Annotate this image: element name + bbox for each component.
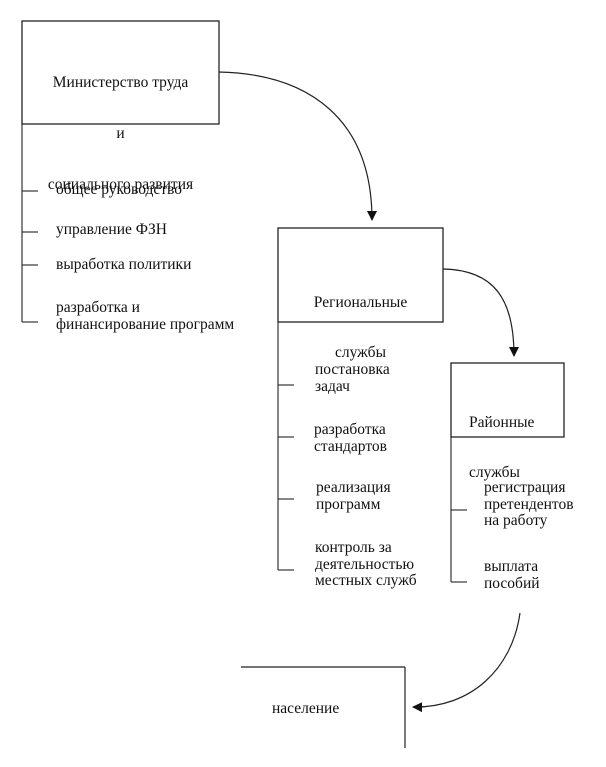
ministry-function-2: управление ФЗН bbox=[56, 221, 167, 238]
arrow-regional-to-district bbox=[442, 268, 519, 357]
district-title: Районные службы bbox=[469, 382, 534, 498]
ministry-title-line-2: и bbox=[116, 125, 125, 142]
regional-function-3: реализация программ bbox=[316, 479, 391, 513]
regional-function-1: постановка задач bbox=[315, 361, 390, 395]
district-title-line-1: Районные bbox=[469, 414, 535, 431]
ministry-function-3: выработка политики bbox=[56, 256, 192, 273]
arrow-ministry-to-regional bbox=[218, 71, 377, 221]
ministry-function-4: разработка и финансирование программ bbox=[56, 299, 235, 333]
regional-box bbox=[277, 227, 444, 323]
population-label: население bbox=[272, 700, 340, 717]
district-function-2: выплата пособий bbox=[484, 558, 540, 592]
district-function-1: регистрация претендентов на работу bbox=[484, 479, 574, 529]
ministry-title: Министерство труда и социального развити… bbox=[22, 40, 219, 210]
regional-function-4: контроль за деятельностью местных служб bbox=[315, 539, 417, 589]
regional-title-line-1: Региональные bbox=[313, 294, 408, 311]
arrow-district-to-population bbox=[412, 612, 521, 713]
regional-title-line-2: службы bbox=[335, 343, 386, 361]
ministry-title-line-1: Министерство труда bbox=[52, 74, 189, 91]
district-box bbox=[450, 362, 565, 438]
district-title-line-2: службы bbox=[469, 463, 520, 481]
regional-function-2: разработка стандартов bbox=[314, 421, 387, 455]
ministry-function-1: общее руководство bbox=[56, 181, 183, 198]
ministry-title-line-3: социального развития bbox=[47, 176, 194, 193]
regional-title: Региональные службы bbox=[278, 262, 443, 378]
